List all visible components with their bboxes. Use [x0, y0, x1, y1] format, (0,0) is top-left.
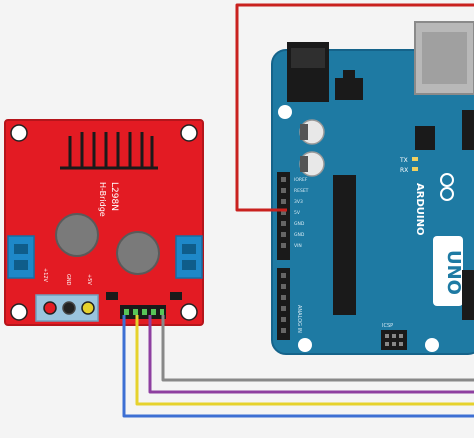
- l298n-driver-board: L298N H-Bridge +12V GND +5V: [4, 119, 204, 326]
- power-header: [277, 172, 290, 260]
- header-pin: [281, 188, 286, 193]
- input-pin: [160, 309, 164, 315]
- power-pin-label: GND: [65, 274, 71, 286]
- power-terminal-screw-5v: [81, 301, 95, 315]
- tx-label: TX: [399, 157, 408, 164]
- rx-led: [412, 167, 418, 171]
- power-pin-label: +12V: [42, 268, 48, 283]
- header-pin: [281, 328, 286, 333]
- capacitor-1-band: [300, 124, 308, 140]
- usb-chip: [415, 126, 435, 150]
- icsp-label: ICSP: [382, 323, 393, 329]
- power-pin-label: +5V: [86, 274, 92, 285]
- arduino-uno-board: IOREF RESET 3V3 5V GND GND VIN ANALOG IN…: [271, 21, 474, 355]
- icsp-pin: [392, 342, 396, 346]
- input-pin: [151, 309, 156, 315]
- chip-label: L298N: [109, 182, 119, 211]
- wire-yellow: [135, 315, 474, 406]
- atmega-chip: [333, 175, 356, 315]
- power-header-label: GND: [294, 232, 305, 238]
- icsp-pin: [392, 334, 396, 338]
- arduino-logo-text: ARDUINO: [414, 183, 425, 235]
- heatsink: [60, 132, 158, 170]
- wire-purple: [148, 315, 474, 394]
- arduino-mount-hole: [298, 338, 312, 352]
- regulator-tab: [343, 70, 355, 78]
- header-pin: [281, 295, 286, 300]
- digital-header: [462, 270, 474, 320]
- input-pin: [133, 309, 138, 315]
- terminal-screw: [182, 260, 196, 270]
- capacitor-large: [55, 213, 99, 257]
- driver-mount-hole: [10, 303, 28, 321]
- arduino-logo: ARDUINO: [414, 183, 425, 235]
- capacitor-large: [116, 231, 160, 275]
- module-label: H-Bridge: [98, 182, 107, 217]
- arduino-mount-hole: [425, 338, 439, 352]
- power-header-label: VIN: [294, 243, 302, 249]
- header-pin: [281, 221, 286, 226]
- wire-red: [235, 3, 474, 212]
- jumper: [106, 292, 118, 300]
- motor-b-terminal: [175, 235, 203, 279]
- power-jack-opening: [291, 48, 325, 68]
- arduino-mount-hole: [278, 105, 292, 119]
- icsp-pin: [399, 334, 403, 338]
- icsp-header: [381, 330, 407, 350]
- header-pin: [281, 243, 286, 248]
- uno-badge-bg: [433, 236, 463, 306]
- header-pin: [281, 199, 286, 204]
- terminal-screw: [14, 260, 28, 270]
- arduino-infinity-icon: [440, 173, 454, 201]
- header-pin: [281, 273, 286, 278]
- icsp-pin: [385, 334, 389, 338]
- usb-port-inner: [422, 32, 467, 84]
- capacitor-2-band: [300, 156, 308, 172]
- analog-in-label: ANALOG IN: [296, 305, 302, 333]
- power-terminal-screw-12v: [43, 301, 57, 315]
- motor-a-terminal: [7, 235, 35, 279]
- driver-mount-hole: [10, 124, 28, 142]
- terminal-screw: [182, 244, 196, 254]
- header-pin: [281, 177, 286, 182]
- driver-mount-hole: [180, 124, 198, 142]
- input-pin: [124, 309, 129, 315]
- power-header-label: GND: [294, 221, 305, 227]
- driver-pcb: [4, 119, 204, 326]
- header-pin: [281, 284, 286, 289]
- header-pin: [281, 210, 286, 215]
- power-header-label: IOREF: [294, 177, 308, 183]
- voltage-regulator: [335, 78, 363, 100]
- analog-header: [277, 268, 290, 340]
- wires: [122, 3, 474, 418]
- wire-blue: [122, 315, 474, 418]
- jumper: [170, 292, 182, 300]
- icsp-pin: [399, 342, 403, 346]
- digital-header: [462, 110, 474, 150]
- header-pin: [281, 317, 286, 322]
- terminal-screw: [14, 244, 28, 254]
- power-header-label: RESET: [294, 188, 309, 194]
- power-terminal-screw-gnd: [62, 301, 76, 315]
- tx-led: [412, 157, 418, 161]
- rx-label: RX: [400, 167, 408, 174]
- header-pin: [281, 232, 286, 237]
- header-pin: [281, 306, 286, 311]
- input-pin: [142, 309, 147, 315]
- uno-badge: UNO: [433, 236, 464, 306]
- uno-text: UNO: [443, 250, 464, 295]
- icsp-pin: [385, 342, 389, 346]
- power-header-label: 3V3: [294, 199, 303, 205]
- driver-mount-hole: [180, 303, 198, 321]
- wire-grey: [161, 315, 474, 382]
- power-header-label: 5V: [294, 210, 301, 216]
